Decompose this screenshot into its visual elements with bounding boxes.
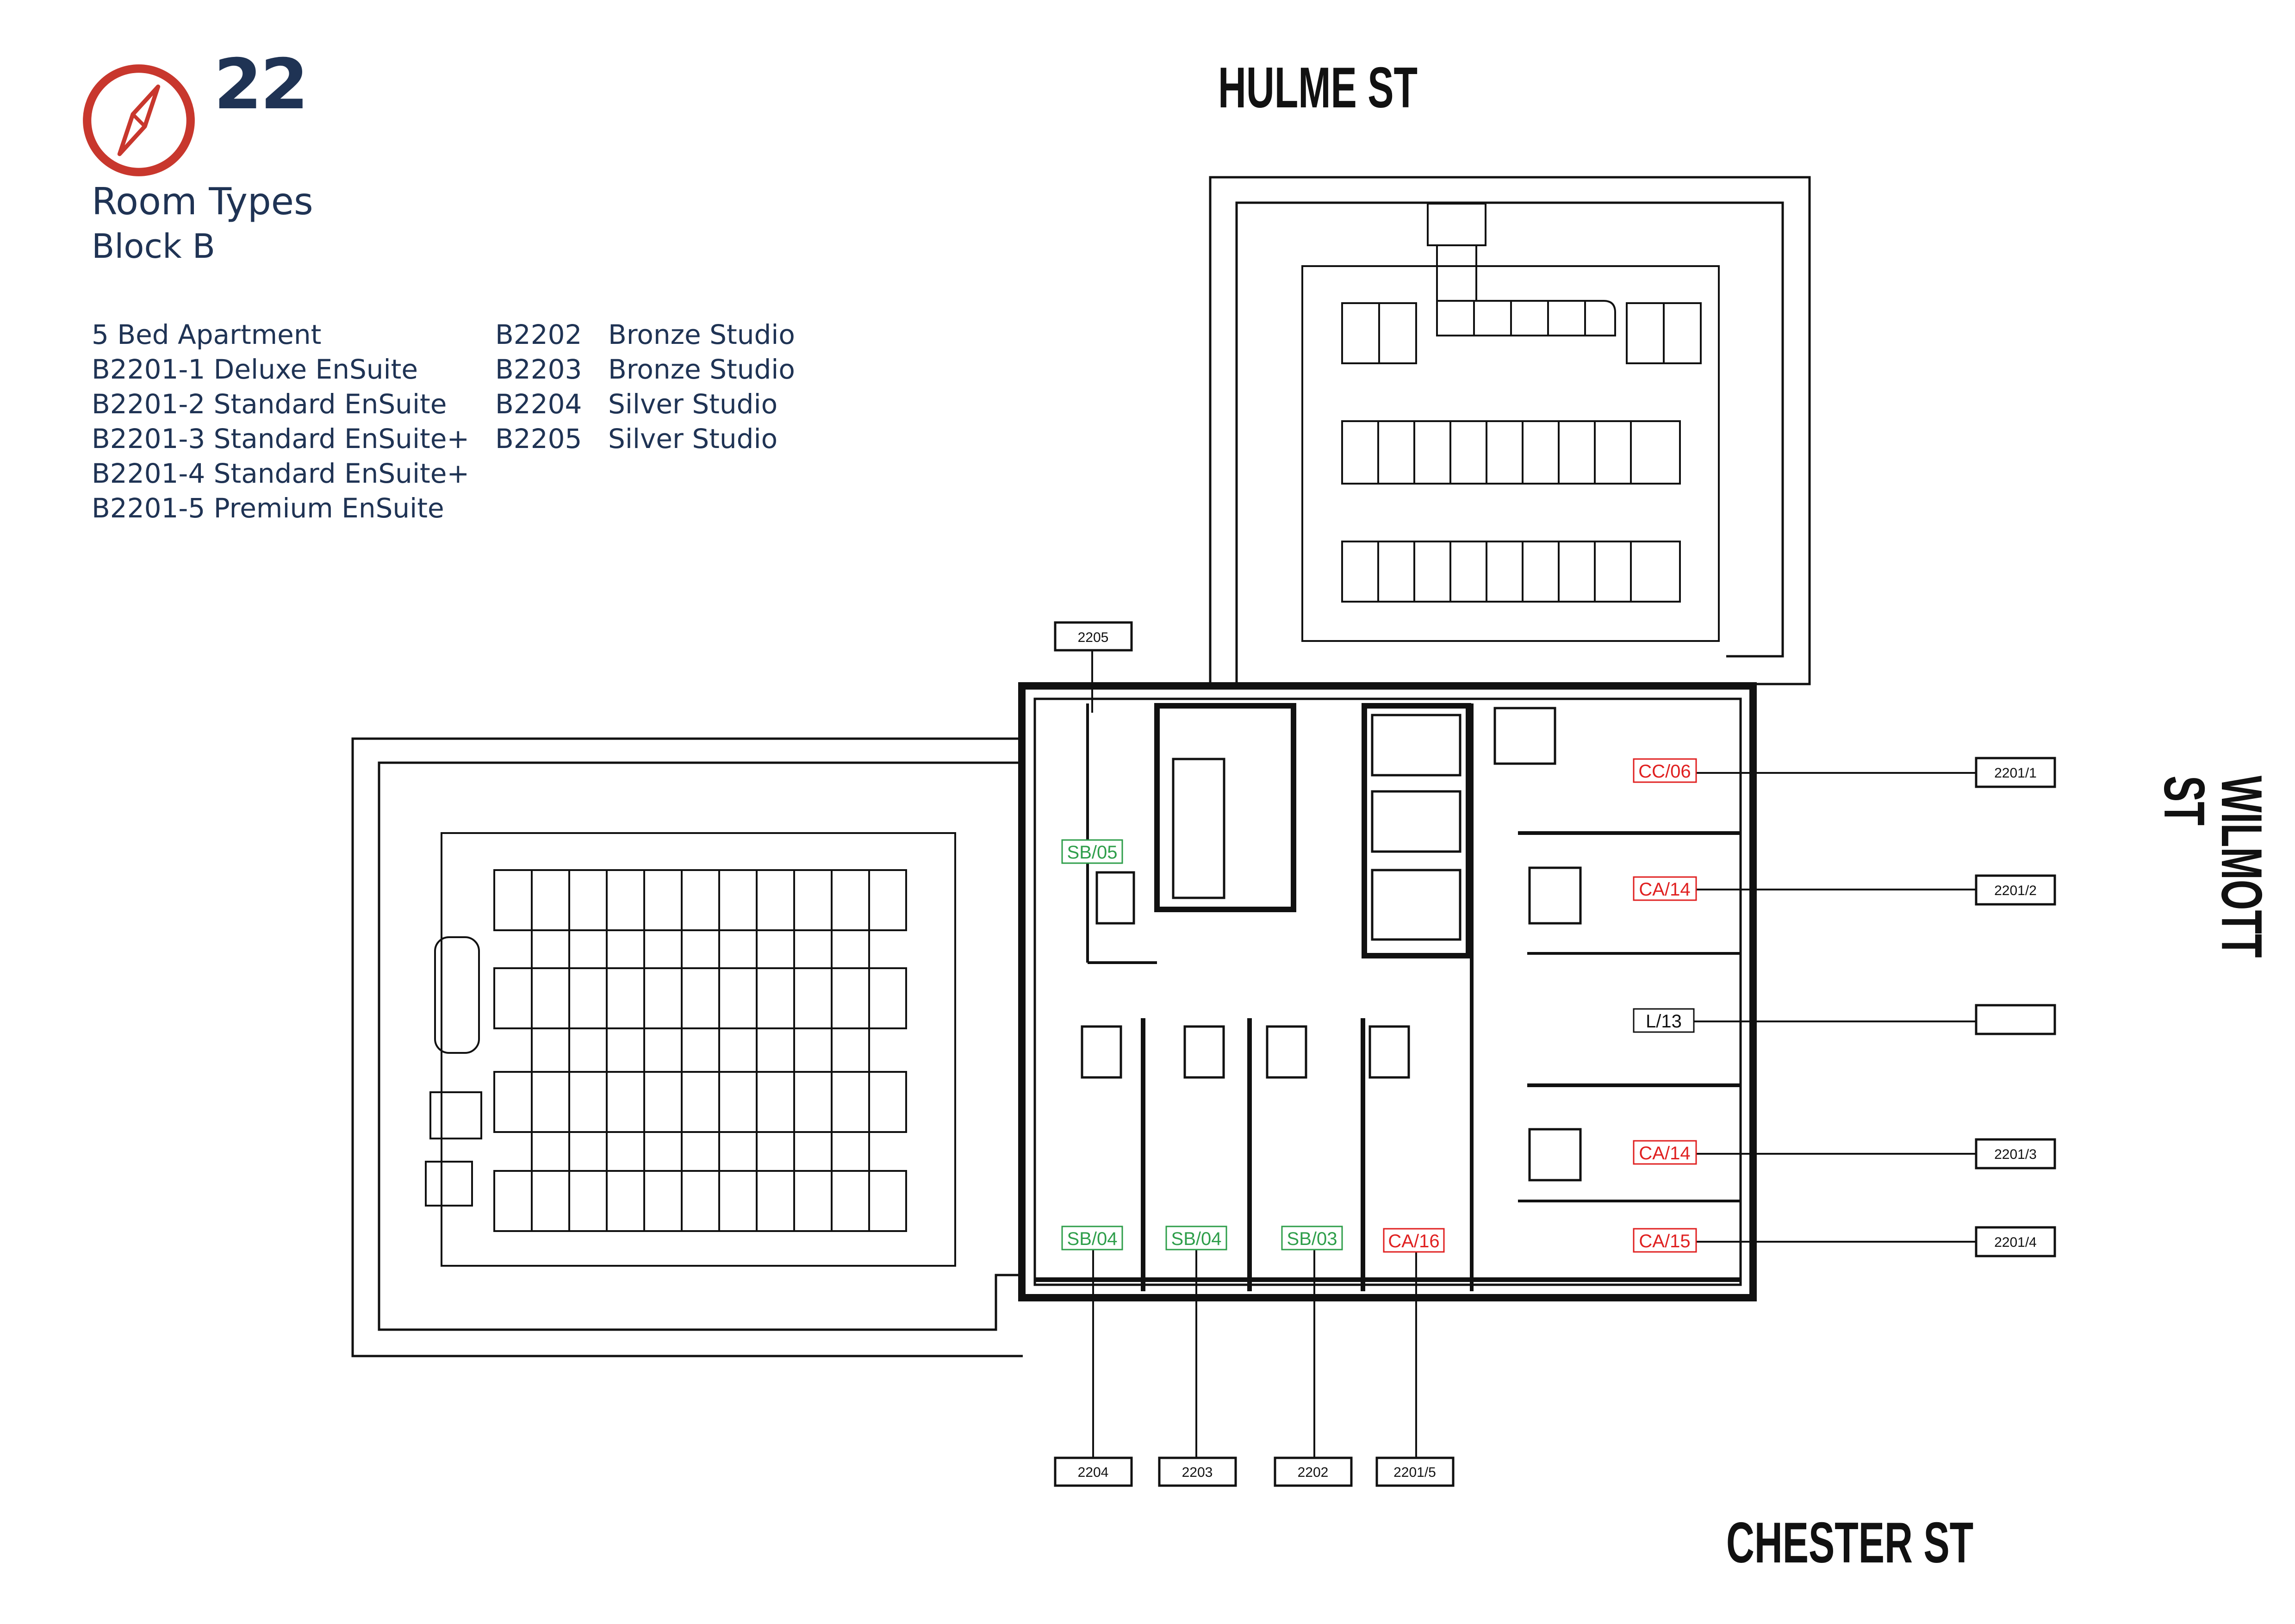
legend-item: B2205 Silver Studio [495, 422, 795, 456]
room-code: CC/06 [1638, 761, 1691, 782]
room-code: SB/05 [1067, 842, 1118, 863]
solar-panel-array [425, 869, 907, 1232]
legend-label: Silver Studio [608, 423, 778, 454]
room-code: SB/03 [1287, 1229, 1337, 1249]
page-number: 22 [214, 44, 309, 125]
unit-tag: 2203 [1182, 1465, 1213, 1480]
unit-tag: 2201/1 [1994, 765, 2037, 781]
unit-tag: 2201/5 [1393, 1465, 1436, 1480]
unit-tag: 2205 [1078, 630, 1109, 645]
callout-tag-boxes [1054, 621, 2056, 1487]
unit-tag: 2202 [1298, 1465, 1329, 1480]
solar-panel-array [1341, 203, 1702, 603]
solar-panel-dividers [531, 870, 870, 1231]
legend-item: B2201-1 Deluxe EnSuite [92, 354, 418, 385]
unit-tag: 2204 [1078, 1465, 1109, 1480]
legend-code: B2205 [495, 423, 582, 454]
legend-code: B2203 [495, 354, 582, 385]
legend-item: B2203 Bronze Studio [495, 352, 795, 387]
compass-icon [83, 64, 195, 176]
page-subtitle: Block B [92, 227, 216, 266]
unit-tag: 2201/2 [1994, 883, 2037, 898]
unit-tag: 2201/4 [1994, 1235, 2037, 1250]
callout-leaders [1091, 650, 1976, 1458]
street-label-south: CHESTER ST [1726, 1511, 1974, 1575]
room-code: SB/04 [1067, 1229, 1118, 1249]
legend-code: B2204 [495, 388, 582, 420]
legend-code: B2202 [495, 319, 582, 350]
legend-label: Bronze Studio [608, 354, 795, 385]
room-code: CA/14 [1639, 1143, 1690, 1164]
legend-item: B2201-3 Standard EnSuite+ [92, 423, 470, 454]
page-title: Room Types [92, 180, 313, 223]
room-type-legend-left: 5 Bed Apartment B2201-1 Deluxe EnSuite B… [92, 317, 469, 526]
legend-item: B2201-5 Premium EnSuite [92, 492, 444, 524]
legend-item: B2204 Silver Studio [495, 387, 795, 422]
legend-item: B2201-2 Standard EnSuite [92, 388, 447, 420]
street-label-north: HULME ST [1218, 56, 1418, 120]
legend-item: B2202 Bronze Studio [495, 317, 795, 352]
solar-panel-dividers [1377, 421, 1632, 602]
unit-tag: 2201/3 [1994, 1147, 2037, 1162]
room-code: CA/16 [1388, 1231, 1439, 1251]
room-code: SB/04 [1171, 1229, 1222, 1249]
room-code: CA/14 [1639, 879, 1690, 900]
room-code: L/13 [1646, 1011, 1682, 1032]
legend-label: Silver Studio [608, 388, 778, 420]
room-code-boxes [1061, 758, 1697, 1253]
legend-item: B2201-4 Standard EnSuite+ [92, 458, 470, 489]
legend-item: 5 Bed Apartment [92, 319, 322, 350]
building-walls [1018, 682, 1757, 1301]
room-code: CA/15 [1639, 1231, 1690, 1251]
legend-label: Bronze Studio [608, 319, 795, 350]
